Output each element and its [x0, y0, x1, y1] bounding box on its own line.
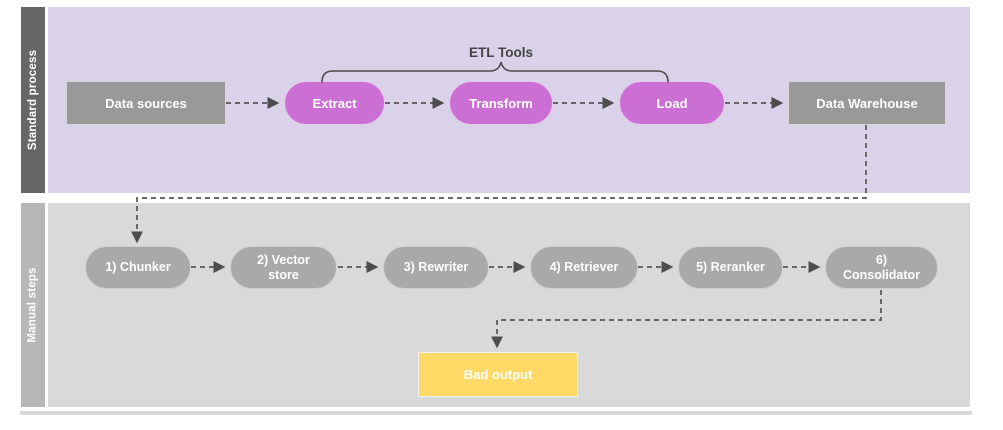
node-data-warehouse: Data Warehouse [788, 81, 946, 125]
node-rewriter: 3) Rewriter [383, 246, 489, 289]
node-consolidator: 6) Consolidator [825, 246, 938, 289]
node-chunker: 1) Chunker [85, 246, 191, 289]
node-bad-output: Bad output [418, 352, 578, 397]
node-reranker: 5) Reranker [678, 246, 783, 289]
lane-label-manual-steps: Manual steps [21, 203, 45, 407]
lane-label-standard-process: Standard process [21, 7, 45, 193]
node-data-sources: Data sources [66, 81, 226, 125]
node-transform: Transform [449, 81, 553, 125]
etl-tools-caption: ETL Tools [469, 45, 533, 60]
node-vector-store: 2) Vector store [230, 246, 337, 289]
bottom-divider-line [20, 411, 972, 415]
lane-label-text: Manual steps [27, 267, 40, 343]
node-load: Load [619, 81, 725, 125]
lane-label-text: Standard process [27, 49, 39, 151]
node-retriever: 4) Retriever [530, 246, 638, 289]
node-extract: Extract [284, 81, 385, 125]
